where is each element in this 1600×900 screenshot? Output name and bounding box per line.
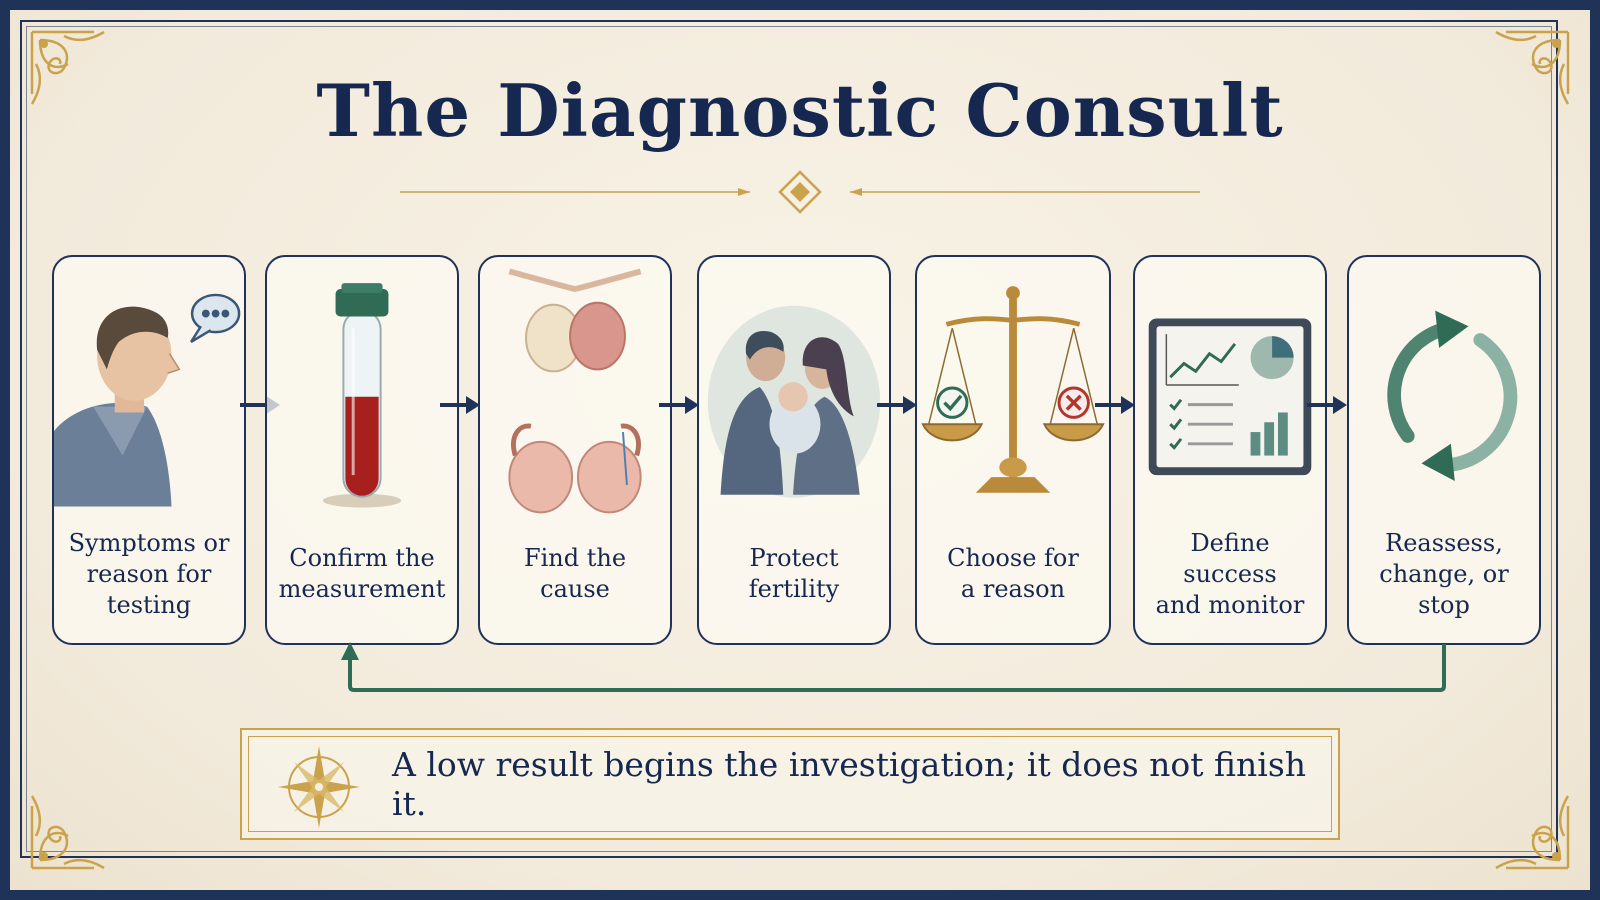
family-icon <box>707 305 881 498</box>
monitor-dashboard-icon <box>1148 318 1312 476</box>
step-label: Reassess, change, or stop <box>1379 528 1509 619</box>
key-message-callout: A low result begins the investigation; i… <box>240 728 1340 840</box>
flow-arrow-icon <box>1095 396 1135 414</box>
callout-text: A low result begins the investigation; i… <box>392 745 1307 823</box>
title-divider <box>400 170 1200 214</box>
step-label: Protect fertility <box>748 544 840 603</box>
step-card-monitor: Define success and monitor <box>1133 255 1327 645</box>
corner-ornament-icon <box>30 795 105 870</box>
step-label: Symptoms or reason for testing <box>68 528 230 619</box>
step-label: Choose for a reason <box>947 544 1079 603</box>
corner-ornament-icon <box>1495 30 1570 105</box>
flow-arrow-icon <box>440 396 480 414</box>
outer-frame <box>20 20 1558 858</box>
step-label: Find the cause <box>523 544 627 603</box>
flow-arrow-icon <box>1307 396 1347 414</box>
corner-ornament-icon <box>30 30 105 105</box>
cycle-arrows-icon <box>1387 310 1518 482</box>
step-card-choose: Choose for a reason <box>915 255 1111 645</box>
step-card-confirm: Confirm the measurement <box>265 255 459 645</box>
blood-test-tube-icon <box>322 283 402 508</box>
step-label: Confirm the measurement <box>278 544 446 603</box>
step-card-reassess: Reassess, change, or stop <box>1347 255 1541 645</box>
testes-anatomy-icon <box>508 268 642 514</box>
balance-scale-icon <box>921 286 1105 493</box>
flow-arrow-icon <box>659 396 699 414</box>
check-icon <box>936 386 969 419</box>
feedback-loop-arrow-icon <box>341 642 1446 692</box>
man-speaking-icon <box>54 293 241 507</box>
step-label: Define success and monitor <box>1155 528 1305 619</box>
step-card-symptoms: Symptoms or reason for testing <box>52 255 246 645</box>
inner-frame <box>26 26 1552 852</box>
page-title: The Diagnostic Consult <box>316 68 1284 153</box>
step-card-cause: Find the cause <box>478 255 672 645</box>
compass-rose-icon <box>278 746 360 828</box>
callout-inner-border <box>248 736 1332 832</box>
step-card-fertility: Protect fertility <box>697 255 891 645</box>
flow-arrow-icon <box>877 396 917 414</box>
diamond-ornament-icon <box>778 170 822 214</box>
corner-ornament-icon <box>1495 795 1570 870</box>
